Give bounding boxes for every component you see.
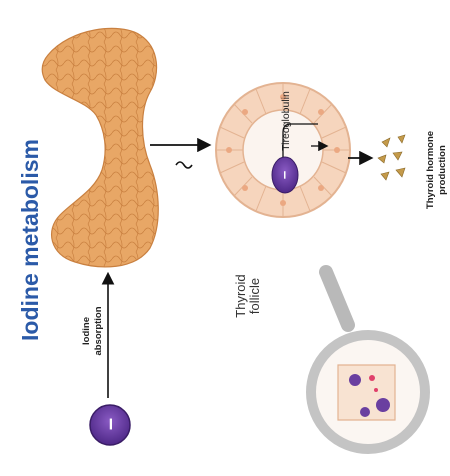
hormone-particles-icon xyxy=(378,135,405,180)
squiggle-mark xyxy=(176,162,192,168)
iodide-charge-symbol-small: – xyxy=(275,160,295,190)
diagram-title: Iodine metabolism xyxy=(15,115,45,365)
hormone-production-label: Thyroid hormone production xyxy=(425,115,450,225)
thyroid-follicle-label: Thyroid follicle xyxy=(234,241,262,351)
magnifier-icon xyxy=(311,272,425,449)
iodide-charge-symbol: – xyxy=(98,404,122,444)
iodine-absorption-label: Iodine absorption xyxy=(81,286,107,376)
thyroid-gland-icon xyxy=(42,28,158,266)
tireoglobulin-label: Tireoglobulin xyxy=(279,76,293,166)
